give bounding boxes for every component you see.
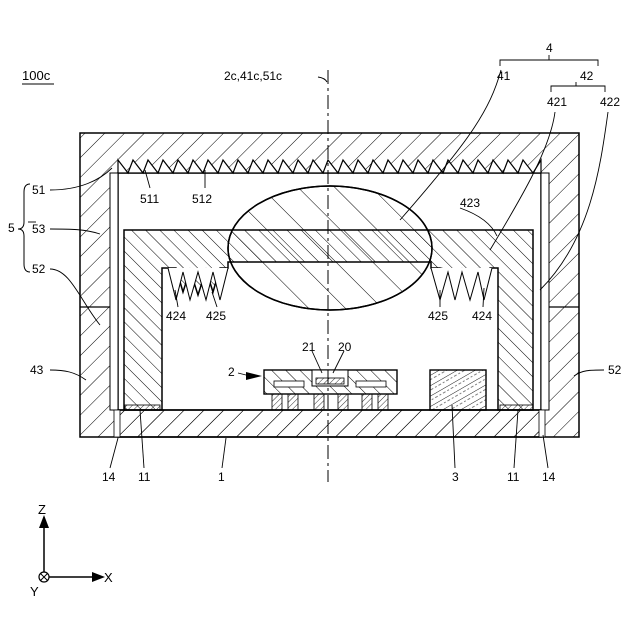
label-14-left: 14 bbox=[102, 470, 116, 484]
label-42: 42 bbox=[580, 69, 594, 83]
label-424-left: 424 bbox=[166, 309, 186, 323]
label-3: 3 bbox=[452, 470, 459, 484]
sensor-package bbox=[264, 370, 397, 410]
label-511: 511 bbox=[140, 192, 159, 206]
component-3 bbox=[430, 370, 486, 410]
label-51: 51 bbox=[32, 183, 46, 197]
substrate bbox=[118, 410, 541, 437]
joint-left bbox=[114, 410, 120, 437]
label-423: 423 bbox=[460, 196, 480, 210]
brace-5 bbox=[18, 184, 30, 272]
axis-caption: 2c,41c,51c bbox=[224, 69, 282, 83]
label-43: 43 bbox=[30, 363, 44, 377]
label-20: 20 bbox=[338, 340, 352, 354]
label-52-right: 52 bbox=[608, 363, 622, 377]
figure-id: 100c bbox=[22, 68, 51, 83]
label-1: 1 bbox=[218, 470, 225, 484]
label-425-left: 425 bbox=[206, 309, 226, 323]
label-2: 2 bbox=[228, 365, 235, 379]
axis-y-label: Y bbox=[30, 584, 39, 599]
adhesive-right bbox=[500, 405, 533, 410]
label-5: 5 bbox=[8, 221, 15, 235]
label-512: 512 bbox=[192, 192, 212, 206]
label-11-left: 11 bbox=[138, 470, 151, 484]
axis-x-label: X bbox=[104, 570, 113, 585]
label-53: 53 bbox=[32, 222, 46, 236]
label-14-right: 14 bbox=[542, 470, 556, 484]
adhesive-left bbox=[125, 405, 160, 410]
label-41: 41 bbox=[497, 69, 511, 83]
label-424-right: 424 bbox=[472, 309, 492, 323]
joint-right bbox=[539, 410, 545, 437]
label-425-right: 425 bbox=[428, 309, 448, 323]
label-421: 421 bbox=[547, 95, 567, 109]
label-4: 4 bbox=[546, 41, 553, 55]
label-21: 21 bbox=[302, 340, 316, 354]
label-52-left: 52 bbox=[32, 262, 46, 276]
label-11-right: 11 bbox=[507, 470, 520, 484]
axis-z-label: Z bbox=[38, 502, 46, 517]
label-422: 422 bbox=[600, 95, 620, 109]
lens bbox=[228, 186, 432, 310]
coordinate-axes: Z X Y bbox=[30, 502, 113, 599]
